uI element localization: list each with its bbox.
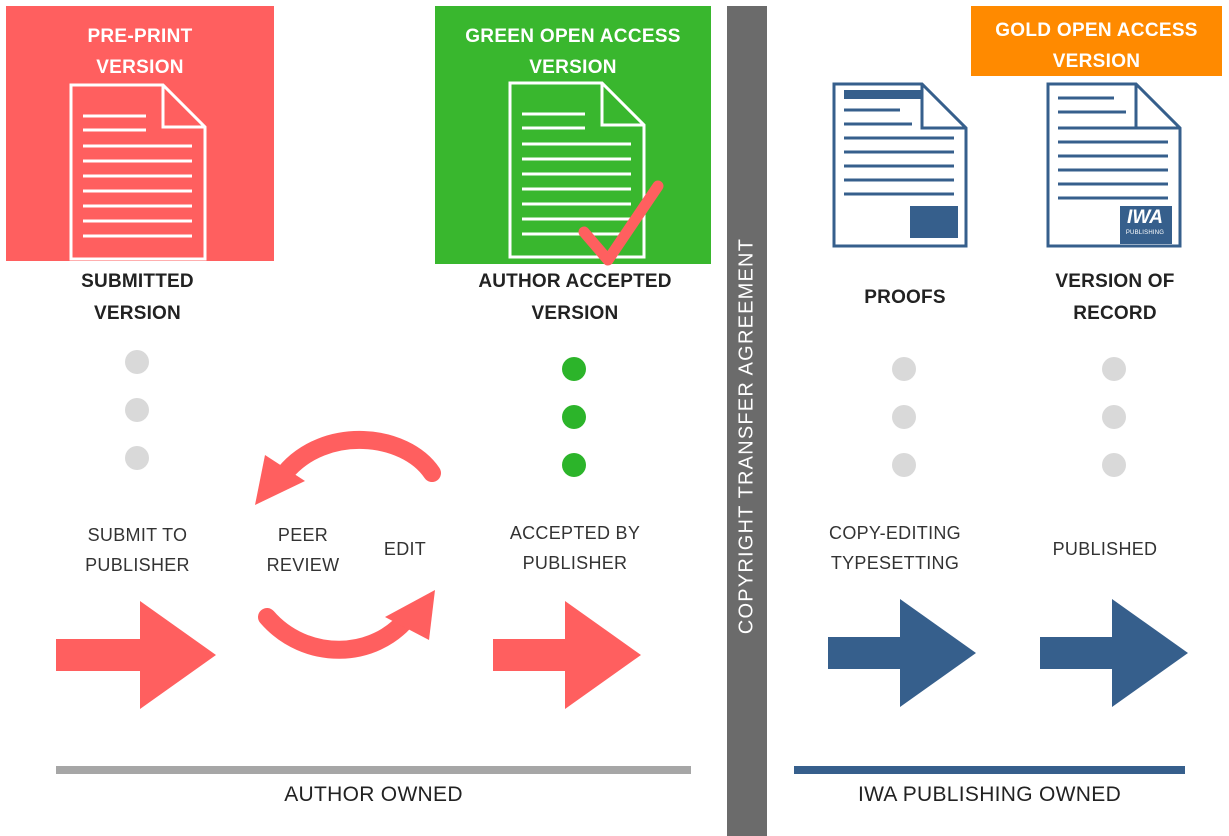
copyright-divider: COPYRIGHT TRANSFER AGREEMENT [727,6,767,836]
dot [892,357,916,381]
green-oa-box-title: GREEN OPEN ACCESS VERSION [465,26,681,78]
arrow-right-icon [493,601,641,709]
arrow-right-icon [1040,599,1188,707]
dot [125,398,149,422]
footer-iwa-owned: IWA PUBLISHING OWNED [857,783,1122,806]
preprint-box: PRE-PRINT VERSION [6,6,274,261]
author-owned-bar [56,766,691,774]
iwa-logo-main: IWA [1127,207,1163,228]
heading-submitted: SUBMITTED VERSION [81,271,194,324]
heading-author-accepted: AUTHOR ACCEPTED VERSION [478,271,672,324]
step-submit: SUBMIT TO PUBLISHER [85,525,190,575]
dot [562,357,586,381]
checkmark-icon [578,180,664,266]
dot [892,405,916,429]
gold-oa-box: GOLD OPEN ACCESS VERSION [971,6,1222,76]
green-oa-box: GREEN OPEN ACCESS VERSION [435,6,711,264]
dot [562,453,586,477]
record-document-icon [1046,82,1182,248]
heading-version-of-record: VERSION OF RECORD [1055,271,1175,324]
dot [892,453,916,477]
iwa-logo: IWA PUBLISHING [1122,207,1168,241]
proofs-document-icon [832,82,968,248]
iwa-logo-sub: PUBLISHING [1125,230,1165,236]
step-edit: EDIT [383,539,427,559]
preprint-box-title: PRE-PRINT VERSION [87,26,193,78]
step-peer-review: PEER REVIEW [266,525,340,575]
dot [1102,453,1126,477]
step-accepted: ACCEPTED BY PUBLISHER [509,523,641,573]
iwa-owned-bar [794,766,1185,774]
arrow-right-icon [828,599,976,707]
arrow-right-icon [56,601,216,709]
dot [1102,405,1126,429]
dot [562,405,586,429]
dot [125,446,149,470]
step-copyediting: COPY-EDITING TYPESETTING [829,523,961,573]
document-icon [69,83,207,261]
document-icon [508,81,646,259]
step-published: PUBLISHED [1052,539,1158,559]
footer-author-owned: AUTHOR OWNED [284,783,463,806]
cycle-arrows-icon [255,431,441,659]
gold-oa-box-title: GOLD OPEN ACCESS VERSION [995,20,1198,72]
copyright-divider-label: COPYRIGHT TRANSFER AGREEMENT [735,237,758,635]
heading-proofs: PROOFS [864,287,946,308]
dot [125,350,149,374]
dot [1102,357,1126,381]
